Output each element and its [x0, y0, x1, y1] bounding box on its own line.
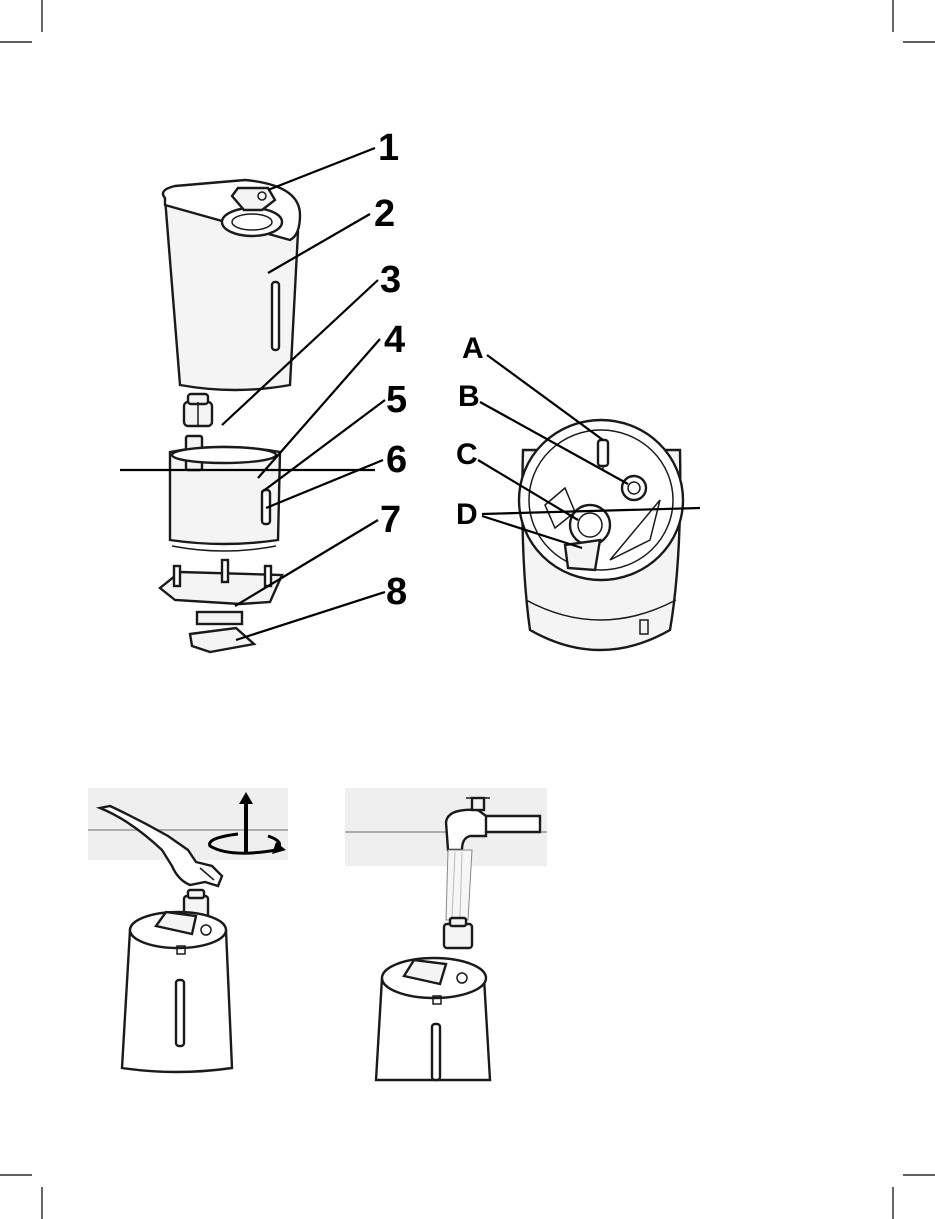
label-part-6: 6 [386, 439, 407, 481]
label-part-7: 7 [380, 499, 401, 541]
step-remove-valve [88, 788, 288, 1072]
label-part-b: B [458, 380, 480, 413]
valve [184, 394, 212, 426]
label-part-c: C [456, 438, 478, 471]
filter [190, 612, 254, 652]
label-part-4: 4 [384, 319, 405, 361]
label-part-d: D [456, 498, 478, 531]
exploded-view: 1 2 3 4 5 6 7 8 [120, 127, 407, 652]
base-housing [170, 436, 280, 551]
label-part-8: 8 [386, 571, 407, 613]
part-letter-labels: A B C D [456, 332, 484, 531]
part-number-labels: 1 2 3 4 5 6 7 8 [374, 127, 407, 613]
label-part-2: 2 [374, 193, 395, 235]
label-part-3: 3 [380, 259, 401, 301]
step-rinse-valve [345, 788, 547, 1080]
water-tank [163, 180, 300, 390]
label-part-5: 5 [386, 379, 407, 421]
circuit-plate [160, 560, 282, 604]
label-part-a: A [462, 332, 484, 365]
label-part-1: 1 [378, 127, 399, 169]
base-top-view: A B C D [456, 332, 700, 650]
